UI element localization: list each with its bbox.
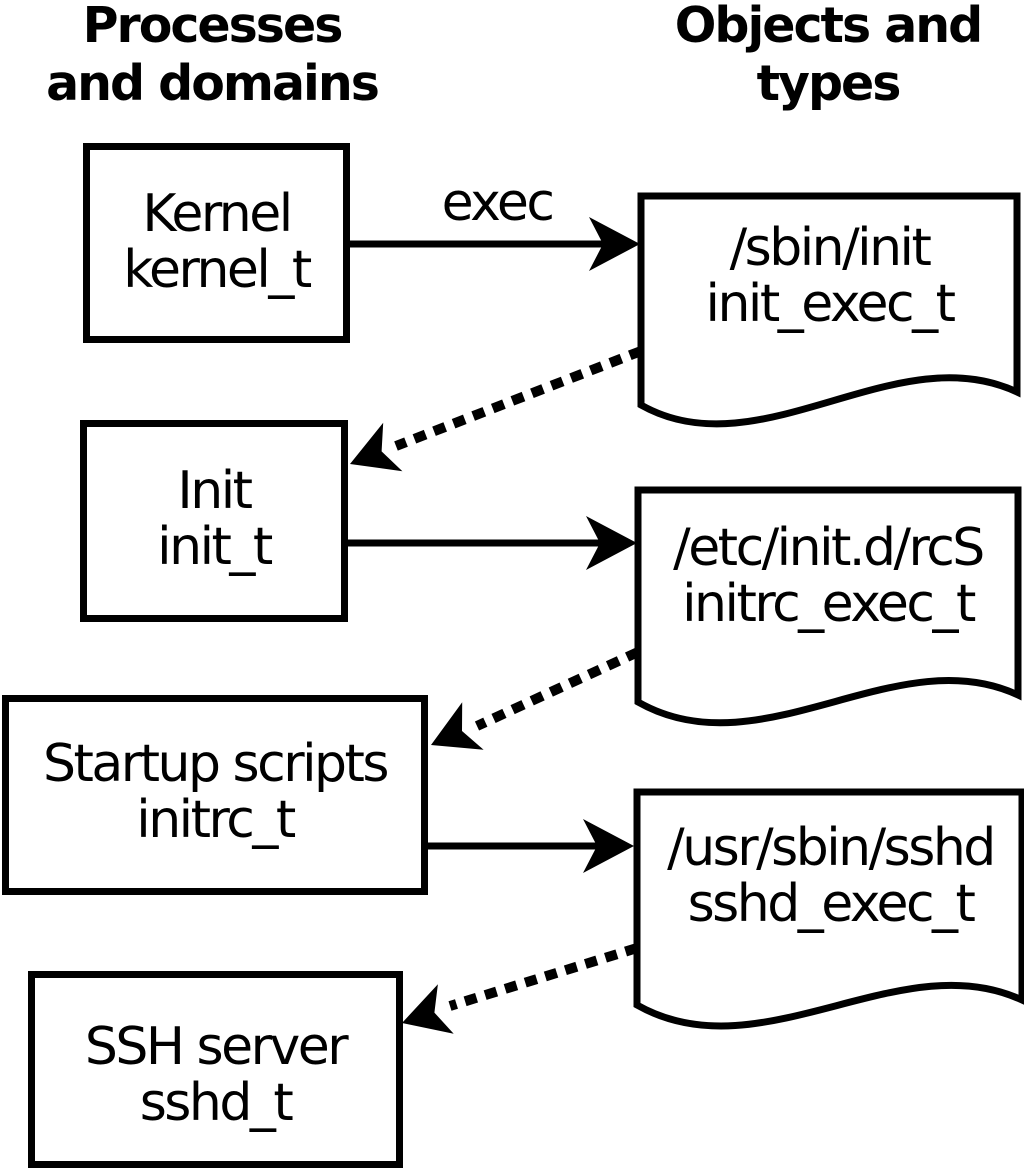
column-header-objects: Objects and types [616,0,1024,113]
arrowhead-right-icon [583,819,634,873]
document-usr-sbin-sshd [633,788,1024,1030]
column-header-processes: Processes and domains [0,0,424,113]
arrowhead-left-icon [402,984,454,1034]
transition-arrow-rcs-to-startup [431,647,641,750]
process-domain: sshd_t [139,1073,294,1133]
header-line: Processes [82,0,344,54]
ssh-server-box-label: SSH server sshd_t [28,1019,403,1131]
init-box-label: Init init_t [80,463,348,575]
process-name: Startup scripts [42,734,390,794]
object-type: init_exec_t [705,274,956,334]
object-type: sshd_exec_t [687,874,976,934]
header-line: types [756,55,902,112]
usr-sbin-sshd-document-label: /usr/sbin/sshd sshd_exec_t [637,820,1024,932]
exec-arrow-startup-to-sshd [428,819,634,873]
process-domain: init_t [157,517,273,577]
transition-arrow-sbin-init-to-init [350,346,643,472]
exec-arrow-label: exec [441,173,555,233]
startup-scripts-box-label: Startup scripts initrc_t [2,736,428,848]
transition-arrow-sshd-to-sshserver [402,943,639,1034]
exec-arrow-kernel-to-sbin-init [350,217,640,271]
etc-initd-rcs-document-label: /etc/init.d/rcS initrc_exec_t [638,520,1018,632]
arrowhead-right-icon [589,217,640,271]
kernel-box-label: Kernel kernel_t [83,186,350,298]
header-line: Objects and [674,0,983,54]
process-domain: kernel_t [123,240,312,300]
process-name: Kernel [142,184,293,244]
document-etc-initd-rcs [634,486,1022,727]
sbin-init-document-label: /sbin/init init_exec_t [641,220,1018,332]
startup-scripts-box [2,695,428,895]
arrowhead-left-icon [350,422,403,472]
arrowhead-right-icon [586,516,637,570]
process-name: SSH server [84,1017,349,1077]
object-path: /sbin/init [729,218,932,278]
object-path: /etc/init.d/rcS [673,518,985,578]
object-path: /usr/sbin/sshd [667,818,996,878]
process-name: Init [177,461,253,521]
init-box [80,420,348,622]
ssh-server-box [28,971,403,1168]
kernel-box [83,143,350,343]
exec-arrow-init-to-rcs [348,516,637,570]
document-sbin-init [637,192,1021,428]
arrowhead-left-icon [431,702,484,750]
header-line: and domains [46,55,380,112]
object-type: initrc_exec_t [682,574,976,634]
process-domain: initrc_t [136,790,296,850]
